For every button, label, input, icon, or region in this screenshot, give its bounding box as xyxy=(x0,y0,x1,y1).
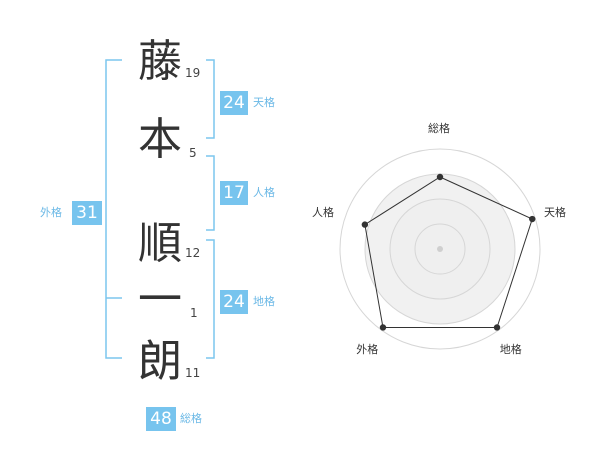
jinkaku-value: 17 xyxy=(220,181,248,205)
radar-center xyxy=(437,246,443,252)
radar-axis-label-5: 人格 xyxy=(311,206,334,220)
soukaku-value: 48 xyxy=(146,407,176,431)
tenkaku-value: 24 xyxy=(220,91,248,115)
chikaku-label: 地格 xyxy=(253,295,275,308)
jinkaku-label: 人格 xyxy=(253,186,275,199)
chikaku-value: 24 xyxy=(220,290,248,314)
tenkaku-bracket xyxy=(206,59,215,139)
gaikaku-label: 外格 xyxy=(40,206,62,219)
radar-axis-label-4: 外格 xyxy=(356,342,379,356)
name-char-1: 藤 xyxy=(138,36,182,87)
radar-point-3 xyxy=(493,324,501,331)
gaikaku-bracket xyxy=(105,59,122,359)
name-char-3: 順 xyxy=(138,218,182,269)
stroke-count-3: 12 xyxy=(185,246,201,260)
soukaku-label: 総格 xyxy=(180,412,202,425)
radar-axis-label-3: 地格 xyxy=(499,342,522,356)
name-char-5: 朗 xyxy=(138,336,182,387)
stroke-count-2: 5 xyxy=(189,146,197,160)
tenkaku-label: 天格 xyxy=(253,96,275,109)
stroke-count-4: 1 xyxy=(190,306,198,320)
radar-axis-label-1: 総格 xyxy=(428,122,450,135)
stroke-count-5: 11 xyxy=(185,366,201,380)
jinkaku-bracket xyxy=(206,155,215,231)
stroke-count-1: 19 xyxy=(185,66,201,80)
gaikaku-value: 31 xyxy=(72,201,102,225)
name-char-4: 一 xyxy=(138,274,182,325)
chikaku-bracket xyxy=(206,239,215,359)
radar-point-1 xyxy=(436,173,444,181)
radar-point-2 xyxy=(529,215,536,223)
radar-point-5 xyxy=(361,221,369,228)
radar-point-4 xyxy=(379,324,387,331)
name-char-2: 本 xyxy=(138,114,182,165)
radar-axis-label-2: 天格 xyxy=(544,206,567,220)
radar-series-shape xyxy=(364,176,533,328)
